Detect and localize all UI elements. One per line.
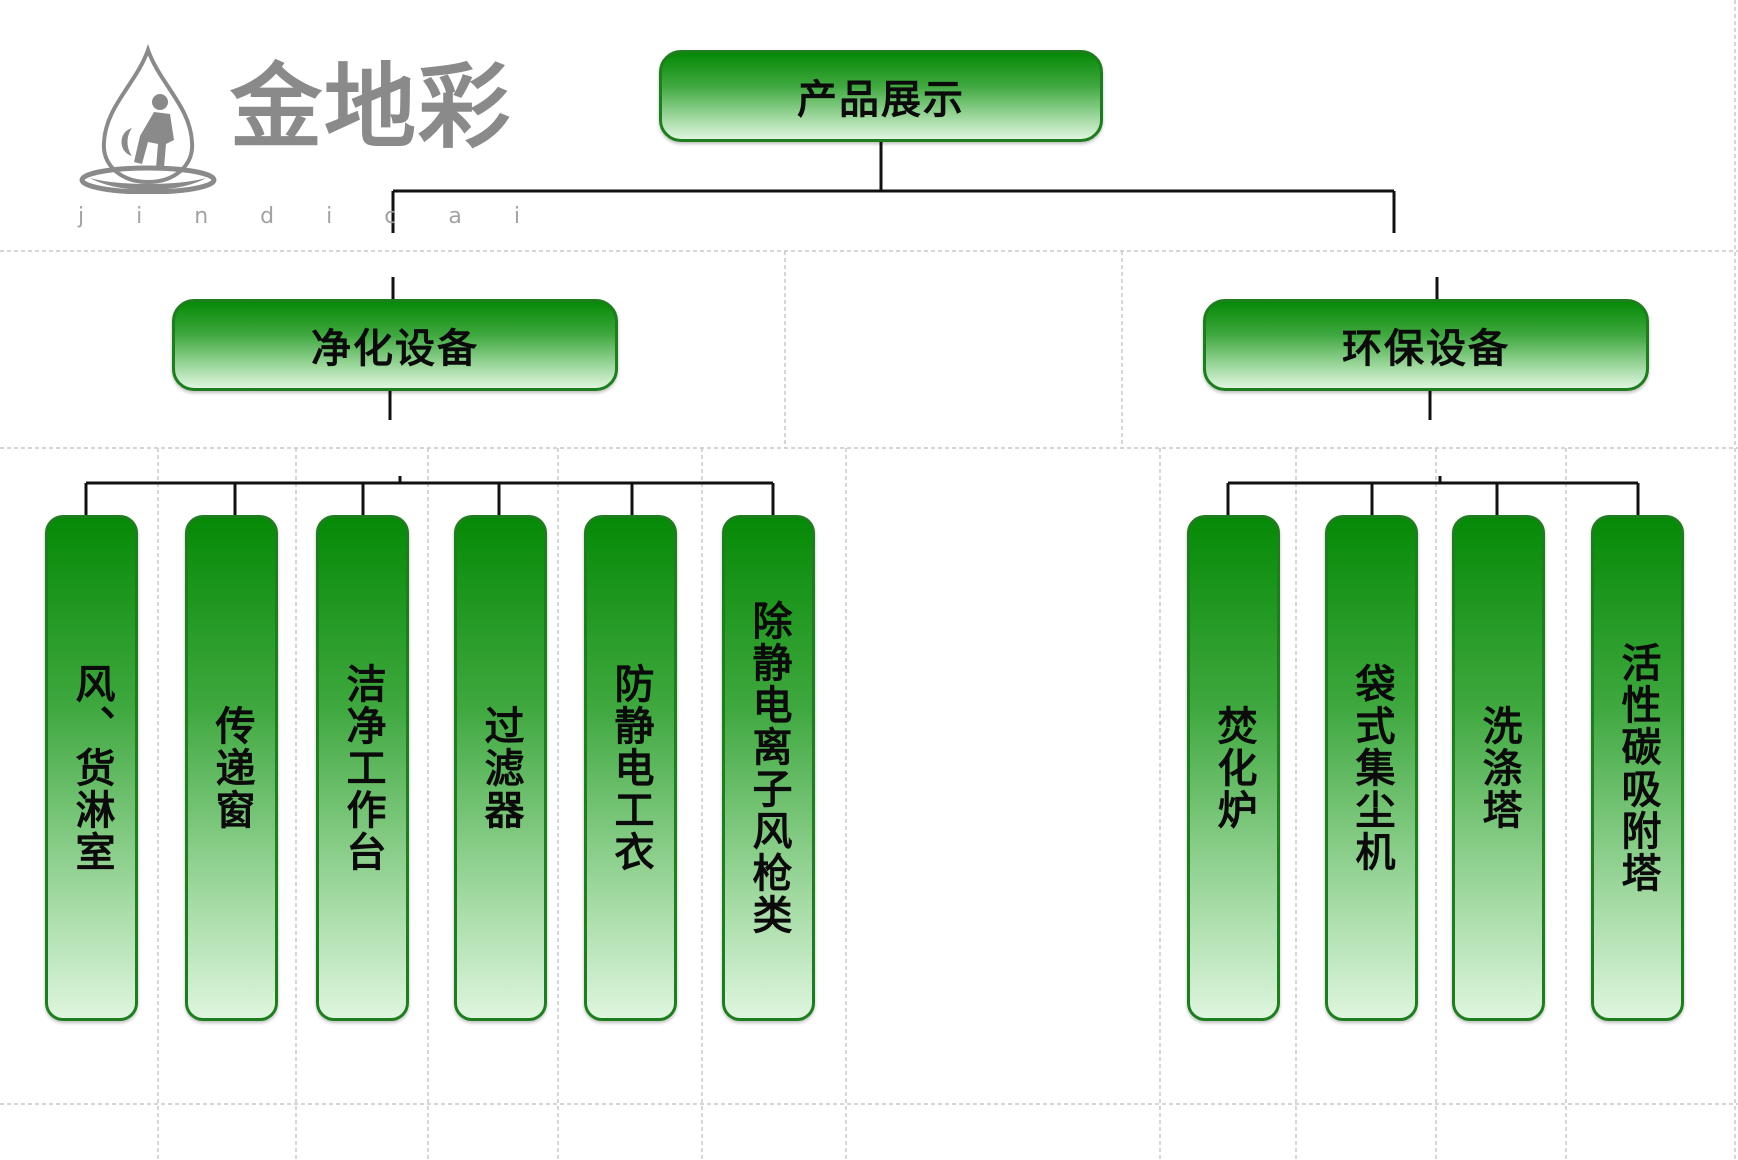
node-item-label: 传递窗	[208, 705, 255, 831]
node-item-filter: 过滤器	[454, 515, 547, 1021]
node-item-label: 防静电工衣	[607, 663, 654, 873]
node-item-label: 洁净工作台	[339, 663, 386, 873]
brand-logo: 金地彩 jindicai	[78, 44, 548, 234]
node-item-pass-box: 传递窗	[185, 515, 278, 1021]
node-category-purification: 净化设备	[172, 299, 618, 391]
node-root-label: 产品展示	[797, 77, 965, 123]
node-item-label: 除静电离子风枪类	[745, 600, 792, 936]
node-item-label: 过滤器	[477, 705, 524, 831]
node-item-activated-carbon-tower: 活性碳吸附塔	[1591, 515, 1684, 1021]
node-item-scrubber: 洗涤塔	[1452, 515, 1545, 1021]
node-category-environmental: 环保设备	[1203, 299, 1649, 391]
node-item-label: 风、货淋室	[68, 663, 115, 873]
node-item-clean-bench: 洁净工作台	[316, 515, 409, 1021]
node-item-bag-dust-collector: 袋式集尘机	[1325, 515, 1418, 1021]
node-item-label: 袋式集尘机	[1348, 663, 1395, 873]
node-category-label: 环保设备	[1342, 326, 1510, 372]
node-item-label: 焚化炉	[1210, 705, 1257, 831]
brand-name: 金地彩	[230, 54, 513, 161]
node-item-ionizing-air-gun: 除静电离子风枪类	[722, 515, 815, 1021]
node-category-label: 净化设备	[311, 326, 479, 372]
brand-pinyin: jindicai	[78, 204, 572, 229]
node-item-label: 活性碳吸附塔	[1614, 642, 1661, 894]
node-item-antistatic-garment: 防静电工衣	[584, 515, 677, 1021]
node-item-incinerator: 焚化炉	[1187, 515, 1280, 1021]
droplet-figure-logo-icon	[79, 44, 217, 194]
node-root: 产品展示	[659, 50, 1103, 142]
node-item-label: 洗涤塔	[1475, 705, 1522, 831]
node-item-air-shower: 风、货淋室	[45, 515, 138, 1021]
